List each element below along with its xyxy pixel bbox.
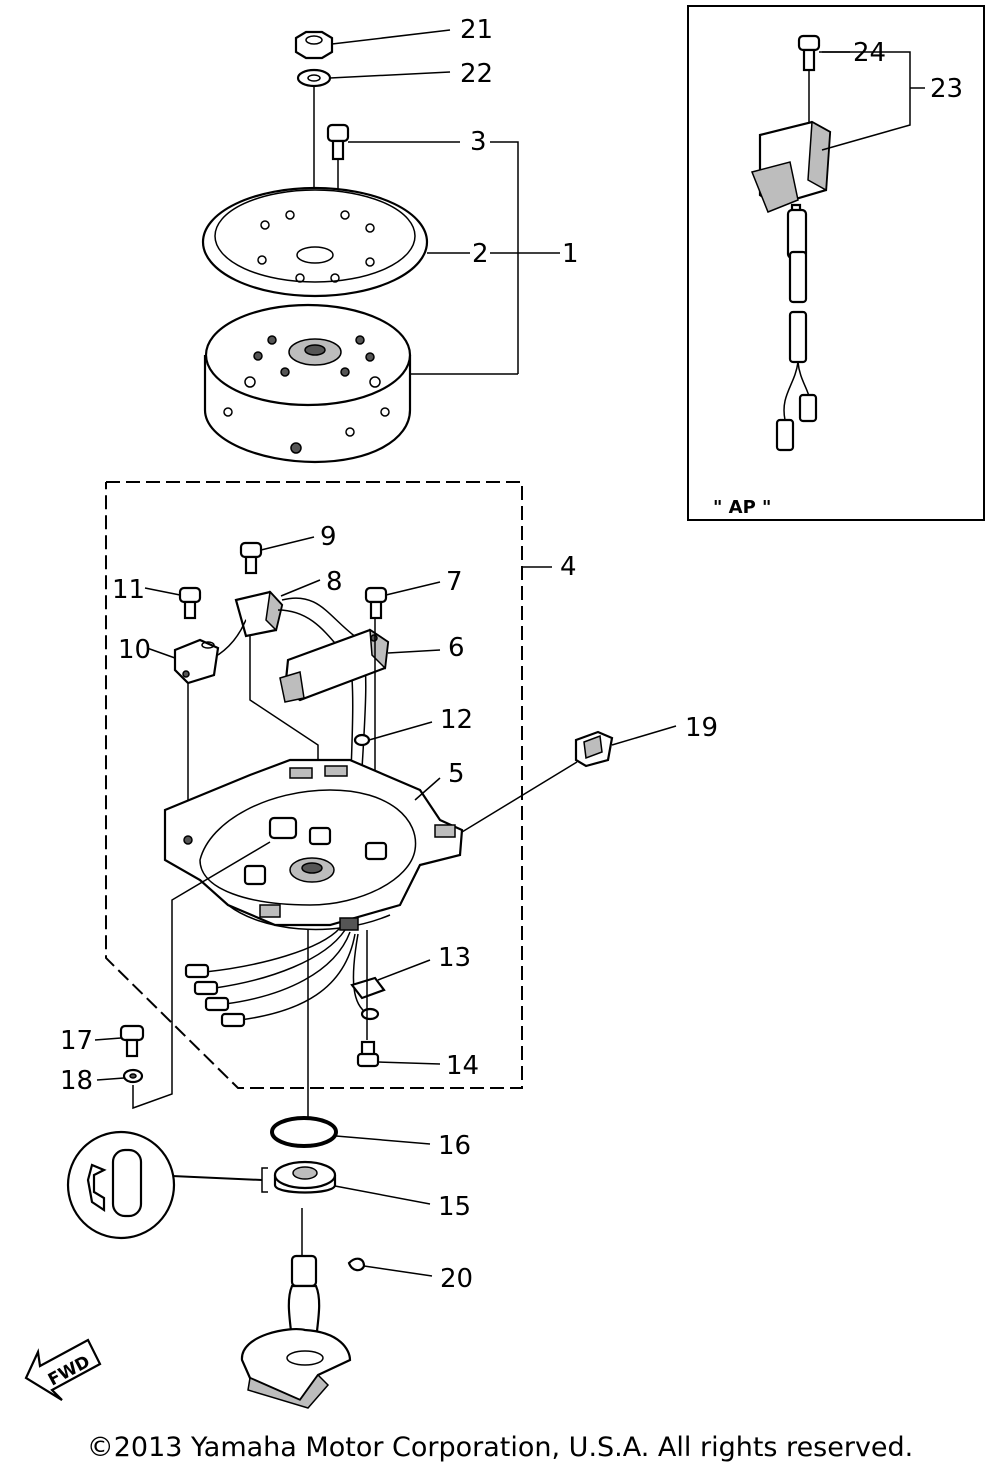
- copyright-notice: ©2013 Yamaha Motor Corporation, U.S.A. A…: [86, 1432, 914, 1463]
- callout-23: 23: [930, 74, 963, 104]
- callout-7: 7: [446, 567, 463, 597]
- flywheel-group: 21 22 3: [201, 15, 579, 464]
- coil-10: [173, 619, 247, 685]
- screw-7: [364, 586, 388, 620]
- oil-seal-15: [273, 1160, 337, 1194]
- stator-base-5: [163, 758, 464, 931]
- callout-15: 15: [438, 1192, 471, 1222]
- wire-harness: [184, 927, 369, 1028]
- flywheel-cover-2: [201, 186, 429, 298]
- switch-assembly-23: [750, 120, 832, 452]
- charge-coil-6: [279, 628, 390, 703]
- callout-11: 11: [112, 575, 145, 605]
- base-assembly-4: 4 9 8 11 10: [105, 481, 577, 1089]
- washer-22: [296, 68, 332, 88]
- cap-19: [574, 730, 614, 768]
- callout-4: 4: [560, 552, 577, 582]
- key-20: [347, 1257, 366, 1272]
- callout-16: 16: [438, 1131, 471, 1161]
- screw-3: [326, 123, 350, 161]
- callout-12: 12: [440, 705, 473, 735]
- callout-5: 5: [448, 759, 465, 789]
- ap-inset-label: " AP ": [713, 497, 771, 518]
- callout-3: 3: [470, 127, 487, 157]
- seal-detail-view: [66, 1130, 176, 1240]
- screw-14: [356, 1040, 380, 1068]
- callout-9: 9: [320, 522, 337, 552]
- callout-6: 6: [448, 633, 465, 663]
- screw-11: [178, 586, 202, 620]
- clip-13: [350, 976, 386, 1021]
- callout-22: 22: [460, 59, 493, 89]
- ap-inset: " AP " 24 23: [687, 5, 985, 521]
- callout-10: 10: [118, 635, 151, 665]
- callout-8: 8: [326, 567, 343, 597]
- callout-21: 21: [460, 15, 493, 45]
- callout-17: 17: [60, 1026, 93, 1056]
- callout-24: 24: [853, 38, 886, 68]
- callout-14: 14: [446, 1051, 479, 1081]
- screw-17: [119, 1024, 145, 1058]
- nut-21: [294, 30, 334, 60]
- screw-24: [797, 34, 821, 72]
- o-ring-16: [270, 1116, 338, 1148]
- fwd-arrow-icon: FWD: [24, 1338, 102, 1401]
- callout-18: 18: [60, 1066, 93, 1096]
- callout-2: 2: [472, 239, 489, 269]
- screw-9: [239, 541, 263, 575]
- clamp-12: [353, 733, 371, 747]
- callout-19: 19: [685, 713, 718, 743]
- callout-1: 1: [562, 239, 579, 269]
- crankshaft: [240, 1254, 352, 1409]
- washer-18: [122, 1068, 144, 1084]
- flywheel-rotor: [203, 303, 412, 464]
- callout-20: 20: [440, 1264, 473, 1294]
- callout-13: 13: [438, 943, 471, 973]
